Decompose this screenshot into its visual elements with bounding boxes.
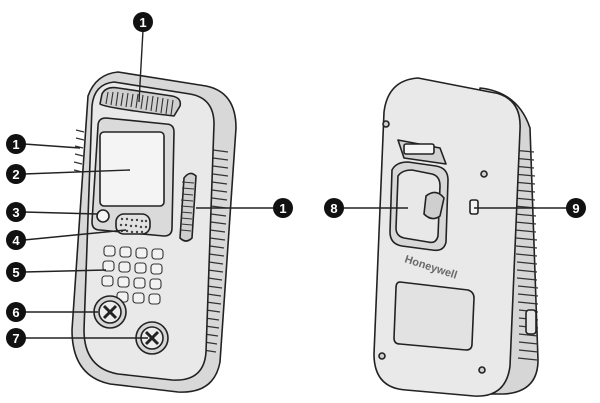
back-device: Honeywell (374, 78, 538, 396)
svg-text:2: 2 (12, 167, 19, 182)
callout-7: 7 (6, 328, 26, 348)
screw-bottom-right (479, 367, 485, 373)
left-dial (94, 296, 126, 328)
callout-2: 2 (6, 164, 26, 184)
callout-6: 6 (6, 302, 26, 322)
side-port (470, 200, 478, 214)
svg-text:9: 9 (572, 201, 579, 216)
light-sensor (97, 210, 109, 222)
svg-text:1: 1 (279, 201, 286, 216)
display-screen (100, 132, 164, 206)
svg-text:1: 1 (12, 137, 19, 152)
callout-4: 4 (6, 230, 26, 250)
label-panel (394, 282, 474, 350)
svg-text:4: 4 (12, 233, 20, 248)
svg-text:6: 6 (12, 305, 19, 320)
screw-bottom-left (379, 353, 385, 359)
callout-5: 5 (6, 262, 26, 282)
callout-9: 9 (566, 198, 586, 218)
callout-8: 8 (324, 198, 344, 218)
screw-top-left (383, 121, 389, 127)
screw-top-right (481, 171, 487, 177)
back-side-connector (526, 310, 536, 334)
svg-text:3: 3 (12, 205, 19, 220)
svg-text:5: 5 (12, 265, 19, 280)
svg-text:1: 1 (139, 15, 146, 30)
leader-line-1-left (24, 144, 80, 148)
callout-1-right: 1 (273, 198, 293, 218)
callout-1-top: 1 (133, 12, 153, 32)
svg-text:8: 8 (330, 201, 337, 216)
callout-3: 3 (6, 202, 26, 222)
svg-text:7: 7 (12, 331, 19, 346)
callout-1-left: 1 (6, 134, 26, 154)
front-device (72, 72, 236, 392)
